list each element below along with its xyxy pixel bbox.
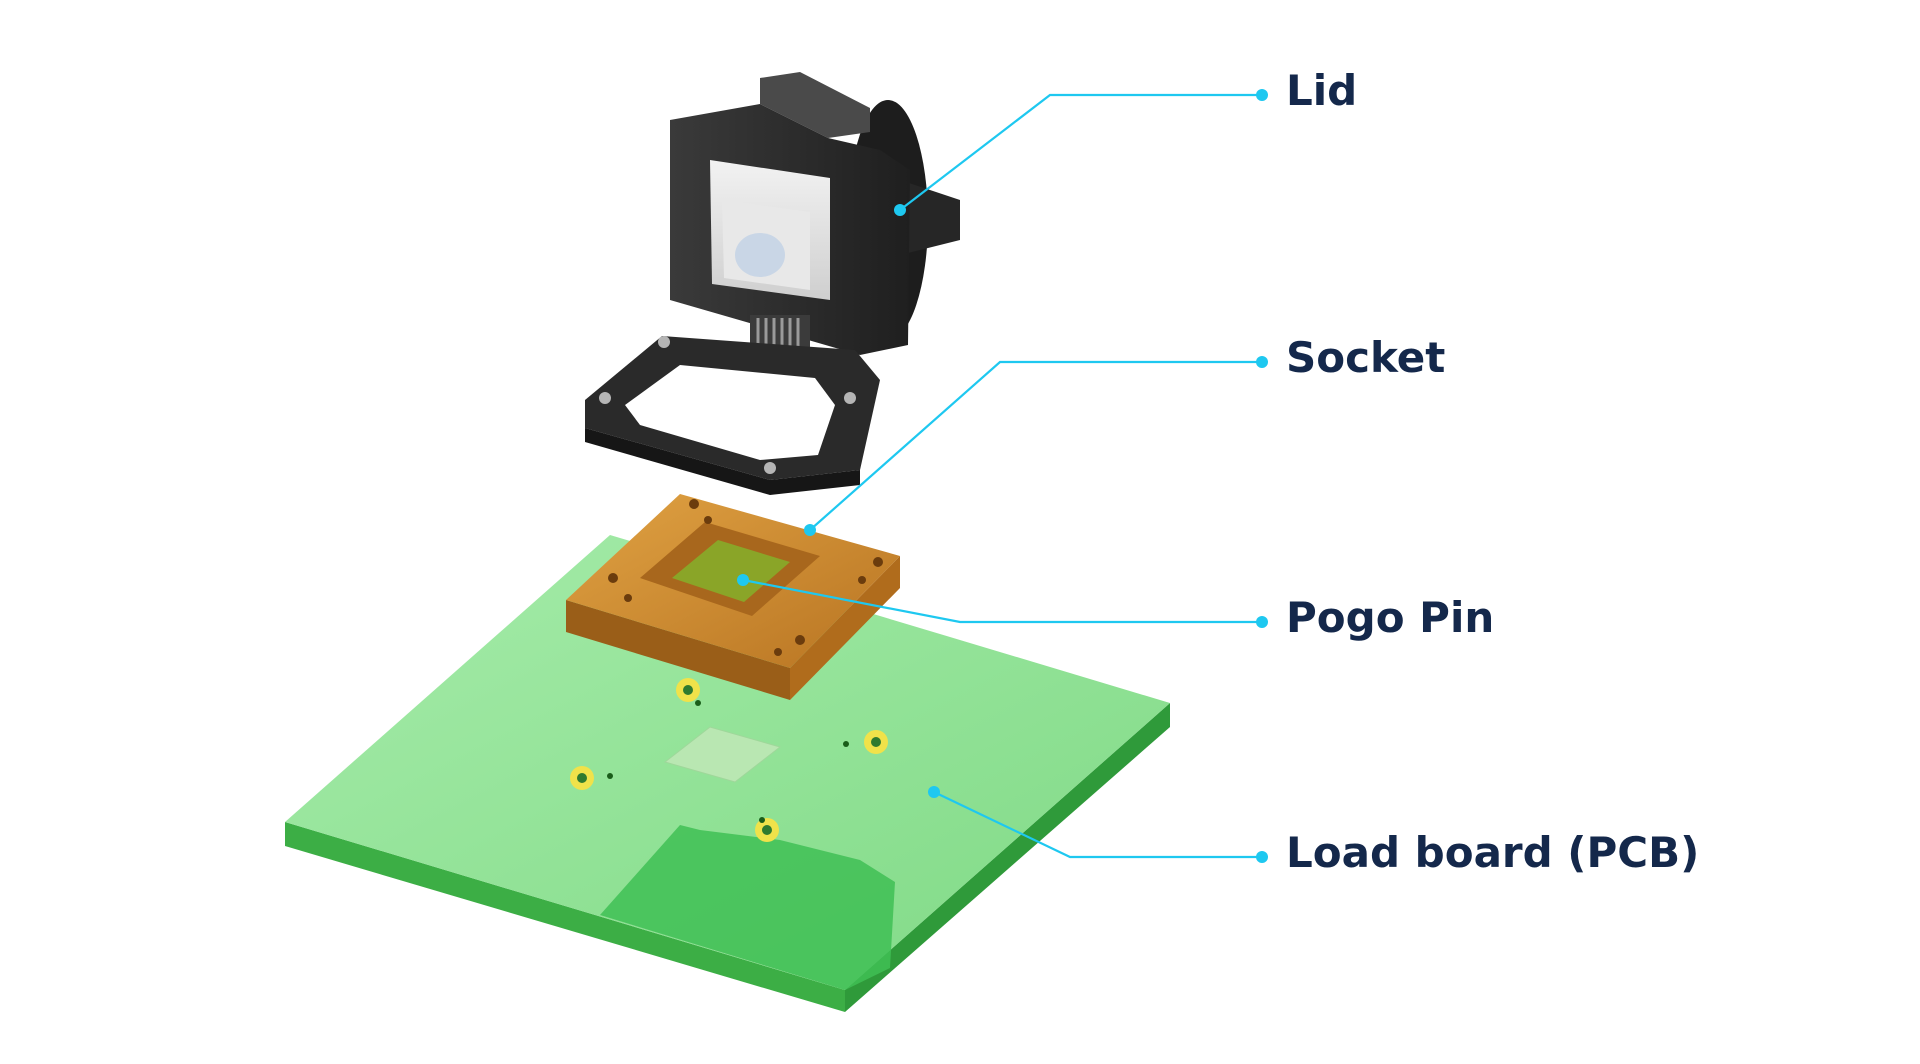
socket-label-dot [1256,356,1268,368]
pcb-bga-pad-grid [663,726,782,783]
socket-label: Socket [1286,333,1446,382]
socket-right-face [790,556,900,700]
socket-anchor-dot [804,524,816,536]
pogo-pin-label: Pogo Pin [1286,593,1495,642]
leader-lines [742,93,1262,859]
lid-leader-line [899,93,1262,211]
load-board-label-dot [1256,851,1268,863]
pcb-mounting-holes [570,678,888,842]
leader-dots [737,89,1268,863]
socket-front-face [566,600,790,700]
pogo-pin-leader-line [742,578,1262,624]
lid-lens [735,233,785,277]
lid-top-cap [760,72,870,138]
socket-leader-line [809,360,1262,531]
load-board-label: Load board (PCB) [1286,828,1700,877]
lid-label-dot [1256,89,1268,101]
pogo-pin-anchor-dot [737,574,749,586]
pcb-bottom-pad [600,825,895,990]
lid-anchor-dot [894,204,906,216]
socket-pin-field [672,540,790,602]
lid-spring-coils [756,318,800,346]
socket-block [566,494,900,700]
lid-frame-edge [585,428,860,495]
lid-assembly [585,72,960,495]
load-board-leader-line [933,791,1262,859]
pcb-front-edge [285,822,845,1012]
lid-frame-opening [625,365,835,460]
lid-frame-screws [599,336,856,474]
lid-label: Lid [1286,66,1358,115]
pogo-pin-label-dot [1256,616,1268,628]
load-board-pcb [285,535,1170,1012]
socket-screw-holes [608,499,883,656]
pcb-right-edge [845,703,1170,1012]
load-board-anchor-dot [928,786,940,798]
